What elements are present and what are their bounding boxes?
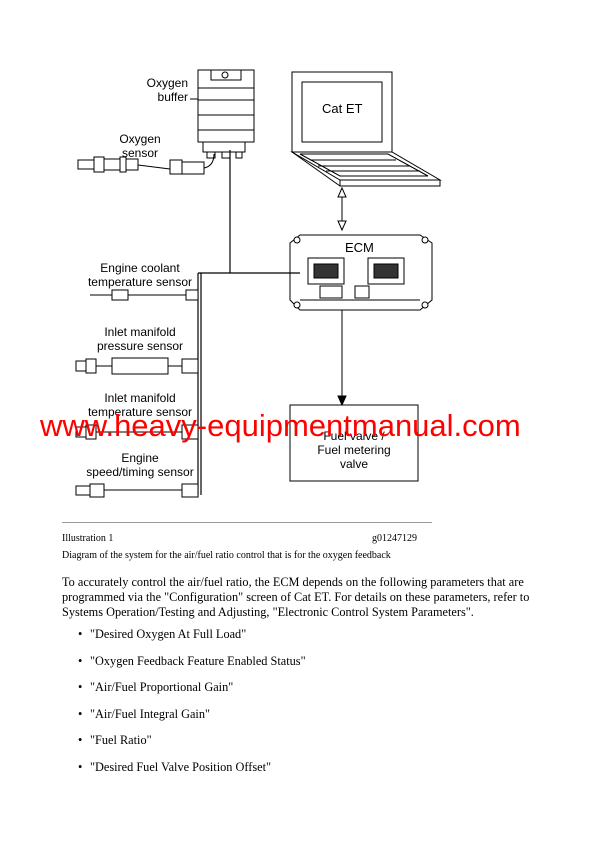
watermark: www.heavy-equipmentmanual.com bbox=[39, 408, 521, 443]
oxygen-sensor bbox=[77, 153, 215, 175]
inlet-temperature-sensor bbox=[75, 424, 199, 440]
fuel-valve-label: Fuel valve / Fuel metering valve bbox=[317, 429, 390, 471]
svg-text:buffer: buffer bbox=[158, 90, 188, 104]
svg-text:Engine: Engine bbox=[121, 451, 159, 465]
oxygen-buffer-label: Oxygen buffer bbox=[147, 76, 188, 104]
svg-text:sensor: sensor bbox=[122, 146, 158, 160]
body-paragraph: To accurately control the air/fuel ratio… bbox=[62, 575, 530, 619]
fuel-valve-arrow bbox=[337, 310, 347, 407]
speed-timing-sensor bbox=[75, 483, 199, 498]
illustration-label: Illustration 1 bbox=[62, 533, 114, 544]
oxygen-buffer bbox=[197, 69, 255, 159]
coolant-temperature-sensor bbox=[90, 289, 199, 301]
svg-text:Inlet manifold: Inlet manifold bbox=[104, 325, 175, 339]
speed-timing-label: Engine speed/timing sensor bbox=[86, 451, 193, 479]
list-item: "Air/Fuel Proportional Gain" bbox=[78, 680, 306, 707]
parameter-list: "Desired Oxygen At Full Load" "Oxygen Fe… bbox=[78, 627, 306, 786]
wiring-harness bbox=[197, 150, 300, 495]
inlet-pressure-label: Inlet manifold pressure sensor bbox=[97, 325, 183, 353]
svg-text:temperature sensor: temperature sensor bbox=[88, 275, 192, 289]
figure-caption: Diagram of the system for the air/fuel r… bbox=[62, 550, 391, 561]
caption-rule bbox=[62, 522, 432, 523]
system-diagram: Oxygen buffer Oxygen sensor Cat ET bbox=[39, 69, 521, 498]
list-item: "Air/Fuel Integral Gain" bbox=[78, 707, 306, 734]
svg-text:valve: valve bbox=[340, 457, 368, 471]
data-link-arrow bbox=[337, 186, 347, 232]
list-item: "Desired Fuel Valve Position Offset" bbox=[78, 760, 306, 787]
figure-id: g01247129 bbox=[372, 533, 417, 544]
svg-text:Fuel valve /: Fuel valve / bbox=[323, 429, 385, 443]
cat-et-laptop bbox=[290, 71, 442, 187]
oxygen-sensor-label: Oxygen sensor bbox=[119, 132, 160, 160]
fuel-valve-box bbox=[289, 404, 419, 482]
svg-text:Inlet manifold: Inlet manifold bbox=[104, 391, 175, 405]
inlet-pressure-sensor bbox=[75, 357, 199, 375]
svg-text:Engine coolant: Engine coolant bbox=[100, 261, 180, 275]
svg-text:Fuel metering: Fuel metering bbox=[317, 443, 390, 457]
ecm-module bbox=[289, 234, 433, 311]
ecm-label: ECM bbox=[345, 240, 374, 255]
svg-text:pressure sensor: pressure sensor bbox=[97, 339, 183, 353]
cat-et-label: Cat ET bbox=[322, 101, 363, 116]
svg-text:Oxygen: Oxygen bbox=[119, 132, 160, 146]
svg-text:temperature sensor: temperature sensor bbox=[88, 405, 192, 419]
coolant-sensor-label: Engine coolant temperature sensor bbox=[88, 261, 192, 289]
svg-text:speed/timing sensor: speed/timing sensor bbox=[86, 465, 193, 479]
list-item: "Desired Oxygen At Full Load" bbox=[78, 627, 306, 654]
list-item: "Fuel Ratio" bbox=[78, 733, 306, 760]
svg-text:Oxygen: Oxygen bbox=[147, 76, 188, 90]
list-item: "Oxygen Feedback Feature Enabled Status" bbox=[78, 654, 306, 681]
inlet-temperature-label: Inlet manifold temperature sensor bbox=[88, 391, 192, 419]
